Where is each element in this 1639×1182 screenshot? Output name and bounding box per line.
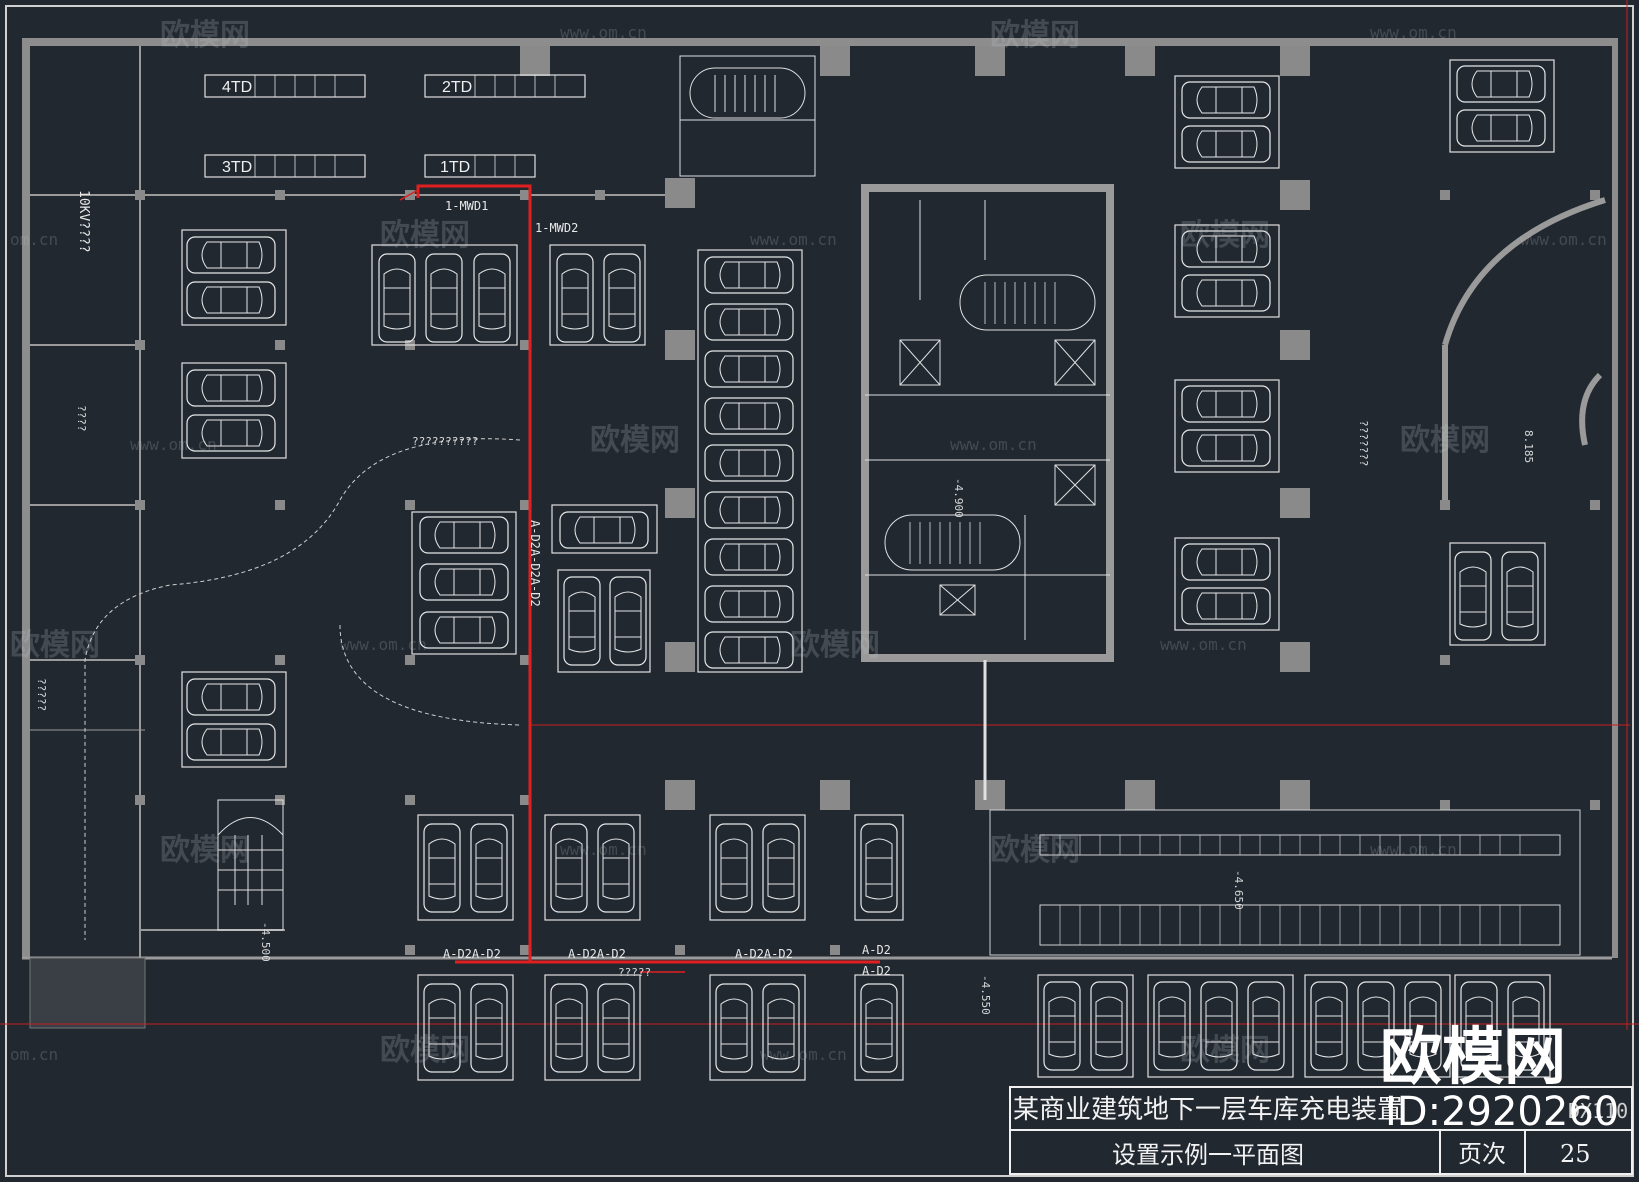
panel-label-1td: 1TD — [440, 159, 470, 176]
red-boundary-lines — [0, 0, 1639, 1030]
panel-label-3td: 3TD — [222, 159, 252, 176]
watermark-url: om.cn — [10, 230, 58, 249]
watermark-brand: 欧模网 — [1180, 1033, 1270, 1068]
power-distribution-panels — [204, 74, 586, 178]
watermark-brand: 欧模网 — [380, 218, 470, 253]
feeder-label-c: A-D2A-D2 — [735, 947, 793, 961]
feeder-label-b: A-D2A-D2 — [568, 947, 626, 961]
drawing-frame — [5, 5, 1634, 1177]
watermark-url: www.om.cn — [760, 1045, 847, 1064]
watermark-url: www.om.cn — [340, 635, 427, 654]
building-walls — [22, 38, 1618, 1029]
watermark-brand: 欧模网 — [1400, 423, 1490, 458]
ramp-slope-elevation-label: -4.650 — [1232, 870, 1245, 910]
right-curved-ramp — [1442, 197, 1606, 500]
watermark-url: om.cn — [10, 1045, 58, 1064]
watermark-brand: 欧模网 — [990, 18, 1080, 53]
feeder-label-a: A-D2A-D2 — [443, 947, 501, 961]
staircase-lower-left — [217, 799, 284, 931]
drawing-title-line2: 设置示例一平面图 — [1112, 1141, 1304, 1169]
watermark-brand: 欧模网 — [10, 628, 100, 663]
panel-label-2td: 2TD — [442, 79, 472, 96]
watermark-url: www.om.cn — [1370, 840, 1457, 859]
watermark-brand: 欧模网 — [590, 423, 680, 458]
watermark-brand: 欧模网 — [1180, 218, 1270, 253]
watermark-url: www.om.cn — [1370, 23, 1457, 42]
watermark-url: www.om.cn — [1160, 635, 1247, 654]
watermark-brand: 欧模网 — [990, 833, 1080, 868]
ramp-elevation-label: 8.185 — [1522, 430, 1535, 463]
panel-label-4td: 4TD — [222, 79, 252, 96]
watermark-brand: 欧模网 — [790, 628, 880, 663]
bottom-right-ramp — [983, 660, 1581, 956]
feeder-tap-marks — [399, 189, 685, 973]
brand-watermark: 欧模网 — [1380, 1020, 1566, 1093]
hv-room-label: 10KV???? — [76, 190, 91, 253]
watermark-url: www.om.cn — [950, 435, 1037, 454]
lower-left-room-label: ????? — [35, 678, 48, 711]
page-number: 25 — [1560, 1140, 1591, 1168]
watermark-url: www.om.cn — [1520, 230, 1607, 249]
watermark-url: www.om.cn — [130, 435, 217, 454]
staircase-top — [679, 55, 816, 177]
watermark-url: www.om.cn — [560, 23, 647, 42]
ramp-note: ?????????? — [412, 435, 478, 448]
vertical-feeder-label: A-D2A-D2A-D2 — [528, 520, 542, 607]
core-stair-elevator — [861, 184, 1114, 662]
stair-elevation-label: -4.500 — [259, 922, 272, 962]
core-elevation-label: -4.900 — [952, 478, 965, 518]
bottom-elevation-label: -4.550 — [979, 975, 992, 1015]
mwd1-label: 1-MWD1 — [445, 199, 488, 213]
watermark-brand: 欧模网 — [160, 833, 250, 868]
watermark-url: www.om.cn — [750, 230, 837, 249]
brand-watermark-id: ID:2920260 — [1385, 1089, 1619, 1135]
feeder-label-d2: A-D2 — [862, 964, 891, 978]
bottom-note: ????? — [618, 966, 651, 979]
title-block — [1009, 1086, 1633, 1175]
driveway-curves — [84, 438, 521, 940]
mwd2-label: 1-MWD2 — [535, 221, 578, 235]
charging-feeder-cables — [416, 184, 880, 964]
parking-bays — [181, 59, 1555, 1081]
left-room-label: ???? — [75, 405, 88, 432]
page-label: 页次 — [1458, 1140, 1506, 1168]
right-area-note: ??????? — [1357, 420, 1370, 466]
watermark-brand: 欧模网 — [160, 18, 250, 53]
watermark-brand: 欧模网 — [380, 1033, 470, 1068]
watermark-url: www.om.cn — [560, 840, 647, 859]
figure-code: DX110 — [1568, 1099, 1628, 1123]
watermark-layer: 欧模网 欧模网 www.om.cn www.om.cn 欧模网 欧模网 www.… — [10, 18, 1607, 1068]
feeder-label-d1: A-D2 — [862, 943, 891, 957]
drawing-title-line1: 某商业建筑地下一层车库充电装置 — [1013, 1095, 1403, 1125]
